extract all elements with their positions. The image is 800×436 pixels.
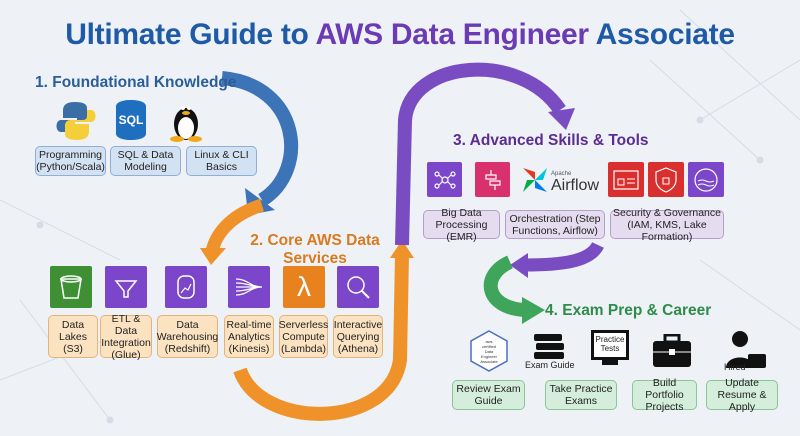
section-3-heading: 3. Advanced Skills & Tools bbox=[453, 132, 649, 149]
badge-line: Engineer bbox=[480, 354, 497, 359]
redshift-icon bbox=[165, 266, 207, 308]
orange-arrow-bottom bbox=[233, 254, 409, 421]
lambda-icon: λ bbox=[283, 266, 325, 308]
section-4-heading: 4. Exam Prep & Career bbox=[545, 302, 712, 319]
item-portfolio: Build Portfolio Projects bbox=[632, 377, 697, 413]
item-athena: Interactive Querying (Athena) bbox=[333, 315, 383, 358]
item-redshift: Data Warehousing (Redshift) bbox=[157, 315, 218, 358]
section-1-heading: 1. Foundational Knowledge bbox=[35, 74, 237, 91]
title-part-1: Ultimate Guide to bbox=[65, 18, 316, 51]
briefcase-icon bbox=[653, 334, 691, 367]
hired-person-icon bbox=[726, 331, 766, 368]
item-s3: Data Lakes (S3) bbox=[48, 315, 98, 358]
s3-bucket-icon bbox=[50, 266, 92, 308]
orange-arrow-top bbox=[205, 198, 265, 254]
sql-database-icon: SQL bbox=[116, 100, 146, 140]
exam-guide-label: Exam Guide bbox=[525, 360, 575, 370]
airflow-text: Airflow bbox=[550, 176, 599, 194]
step-functions-icon bbox=[475, 162, 510, 197]
linux-penguin-icon bbox=[170, 106, 202, 142]
item-orchestration: Orchestration (Step Functions, Airflow) bbox=[505, 210, 605, 239]
title-part-3: Associate bbox=[588, 18, 735, 51]
kms-shield-icon bbox=[648, 162, 684, 197]
item-resume: Update Resume & Apply bbox=[706, 377, 778, 413]
practice-tests-label: Practice Tests bbox=[591, 330, 629, 360]
iam-icon bbox=[608, 162, 644, 197]
badge-line: Associate bbox=[480, 359, 498, 364]
purple-arrow-top bbox=[395, 62, 566, 246]
section-2-heading-line1: 2. Core AWS Data bbox=[250, 232, 380, 249]
monitor-icon: Practice Tests bbox=[591, 330, 633, 368]
blue-arrow bbox=[221, 71, 299, 206]
item-security: Security & Governance (IAM, KMS, Lake Fo… bbox=[610, 207, 724, 243]
item-kinesis: Real-time Analytics (Kinesis) bbox=[224, 315, 274, 358]
hired-label: Hired bbox=[724, 362, 746, 372]
airflow-small-text: Apache bbox=[550, 170, 572, 177]
page-title: Ultimate Guide to AWS Data Engineer Asso… bbox=[0, 18, 800, 52]
badge-line: aws bbox=[485, 339, 493, 344]
purple-arrow-bottom bbox=[524, 241, 604, 272]
emr-icon bbox=[427, 162, 462, 197]
airflow-icon: Apache Airflow bbox=[521, 162, 599, 197]
title-part-2: AWS Data Engineer bbox=[315, 18, 589, 51]
item-lambda: Serverless Compute (Lambda) bbox=[279, 315, 328, 358]
green-arrow bbox=[483, 255, 526, 317]
certification-badge-icon: aws certified Data Engineer Associate bbox=[470, 330, 508, 372]
python-icon bbox=[56, 102, 96, 140]
item-emr: Big Data Processing (EMR) bbox=[423, 207, 500, 243]
sql-icon-text: SQL bbox=[118, 113, 144, 127]
section-2-heading-line2: Services bbox=[283, 250, 347, 267]
item-review-exam-guide: Review Exam Guide bbox=[452, 380, 525, 410]
glue-funnel-icon bbox=[105, 266, 147, 308]
item-glue: ETL & Data Integration (Glue) bbox=[100, 312, 152, 361]
badge-line: certified bbox=[481, 344, 496, 349]
books-icon bbox=[534, 334, 564, 359]
badge-line: Data bbox=[484, 349, 494, 354]
section-2-heading: 2. Core AWS Data Services bbox=[240, 232, 390, 268]
item-sql-modeling: SQL & Data Modeling bbox=[110, 146, 181, 176]
lake-formation-icon bbox=[688, 162, 724, 197]
athena-icon bbox=[337, 266, 379, 308]
kinesis-icon bbox=[228, 266, 270, 308]
item-practice-exams: Take Practice Exams bbox=[545, 380, 617, 410]
item-linux-cli: Linux & CLI Basics bbox=[186, 146, 257, 176]
item-programming: Programming (Python/Scala) bbox=[35, 146, 106, 176]
